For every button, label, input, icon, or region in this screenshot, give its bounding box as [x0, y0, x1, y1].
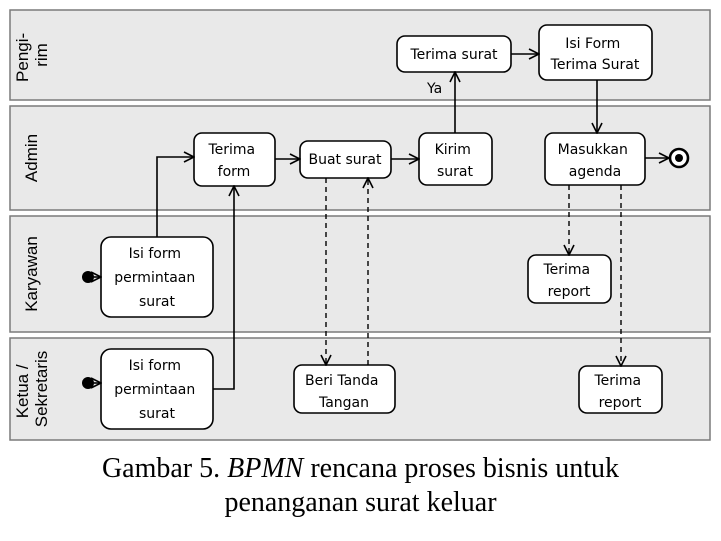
figure-caption: Gambar 5. BPMN rencana proses bisnis unt… — [0, 452, 721, 520]
caption-emphasis: BPMN — [227, 453, 304, 484]
task-buat-surat-label: Buat surat — [309, 152, 382, 168]
lane-admin-label: Admin — [22, 134, 41, 182]
lane-pengirim-label: Pengi- rim — [13, 28, 51, 82]
task-kirim-surat-label: Kirim surat — [435, 142, 476, 180]
task-terima-surat: Terima surat — [396, 35, 512, 73]
start-event-karyawan — [82, 271, 94, 283]
task-isi-form-karyawan: Isi form permintaan surat — [100, 236, 214, 318]
task-terima-form: Terima form — [193, 132, 276, 187]
task-terima-report-karyawan-label: Terima report — [542, 262, 594, 300]
caption-prefix: Gambar 5. — [101, 453, 228, 484]
task-terima-form-label: Terima form — [207, 142, 259, 180]
flow-ketua-to-terima-form — [213, 186, 234, 390]
lane-ketua-label: Ketua / Sekretaris — [13, 351, 51, 428]
start-event-ketua — [82, 377, 94, 389]
task-terima-surat-label: Terima surat — [409, 47, 498, 63]
task-buat-surat: Buat surat — [299, 140, 392, 179]
task-masukkan-agenda-label: Masukkan agenda — [558, 142, 633, 180]
task-kirim-surat: Kirim surat — [418, 132, 493, 186]
task-terima-report-ketua: Terima report — [578, 365, 663, 414]
task-isi-form-karyawan-label: Isi form permintaan surat — [114, 246, 199, 310]
task-terima-report-ketua-label: Terima report — [593, 373, 645, 411]
end-event-dot — [675, 154, 683, 162]
caption-line-2: penanganan surat keluar — [224, 487, 497, 518]
task-beri-tanda-tangan-box — [293, 364, 396, 414]
task-beri-tanda-tangan: Beri Tanda Tangan — [293, 364, 396, 414]
bpmn-diagram: Pengi- rim Admin Karyawan Ketua / Sekret… — [9, 9, 711, 441]
gateway-label-ya: Ya — [426, 81, 442, 97]
task-isi-form-terima-surat: Isi Form Terima Surat — [538, 24, 653, 81]
lane-karyawan-label: Karyawan — [22, 236, 41, 312]
end-event — [668, 147, 690, 169]
task-terima-report-karyawan: Terima report — [527, 254, 612, 304]
task-beri-tanda-tangan-label: Beri Tanda Tangan — [305, 373, 383, 411]
flow-karyawan-to-terima-form — [156, 157, 194, 237]
task-isi-form-terima-surat-label: Isi Form Terima Surat — [550, 36, 640, 73]
task-isi-form-ketua: Isi form permintaan surat — [100, 348, 214, 430]
task-isi-form-ketua-label: Isi form permintaan surat — [114, 358, 199, 422]
caption-rest: rencana proses bisnis untuk — [303, 453, 620, 484]
task-masukkan-agenda: Masukkan agenda — [544, 132, 646, 186]
caption-line-1: Gambar 5. BPMN rencana proses bisnis unt… — [0, 452, 721, 486]
